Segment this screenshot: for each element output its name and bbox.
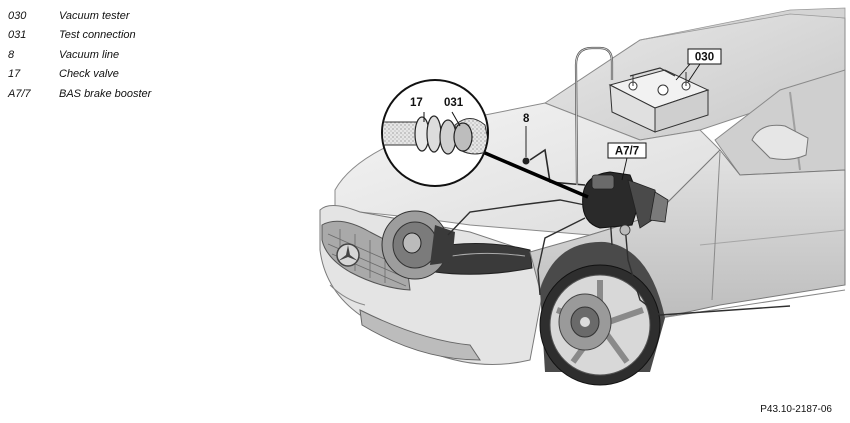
legend-item: 8 Vacuum line xyxy=(8,45,151,65)
vacuum-line xyxy=(529,46,614,186)
legend-label: Vacuum line xyxy=(59,48,120,61)
callout-031: 031 xyxy=(444,97,464,109)
emblem-icon xyxy=(336,243,360,267)
legend-code: 031 xyxy=(8,29,27,42)
legend-item: A7/7 BAS brake booster xyxy=(8,84,151,104)
callout-030: 030 xyxy=(695,52,714,64)
legend-item: 030 Vacuum tester xyxy=(8,6,151,26)
front-wheel xyxy=(539,264,661,386)
figure-reference: P43.10-2187-06 xyxy=(760,404,832,415)
legend-code: 8 xyxy=(8,48,15,61)
legend-label: Test connection xyxy=(59,29,136,42)
legend-label: Check valve xyxy=(59,68,119,81)
side-mirror xyxy=(751,124,809,160)
detail-inset xyxy=(381,79,589,199)
legend-code: 17 xyxy=(8,68,21,81)
legend-label: BAS brake booster xyxy=(59,87,152,100)
vacuum-tester xyxy=(608,67,710,133)
callout-a77: A7/7 xyxy=(615,146,639,158)
headlight xyxy=(429,242,533,275)
callouts: 030 031 17 8 A7/7 xyxy=(410,48,722,181)
grille xyxy=(321,220,411,291)
legend-item: 17 Check valve xyxy=(8,65,151,85)
brake-booster xyxy=(582,171,669,236)
callout-box-030 xyxy=(687,48,722,65)
legend-label: Vacuum tester xyxy=(59,9,130,22)
brake-lines xyxy=(447,199,791,316)
legend-item: 031 Test connection xyxy=(8,26,151,46)
door-line xyxy=(711,151,721,301)
check-valve-marker xyxy=(522,157,530,165)
legend: 030 Vacuum tester 031 Test connection 8 … xyxy=(8,6,151,104)
callout-17: 17 xyxy=(410,97,423,109)
callout-8: 8 xyxy=(523,113,530,125)
legend-code: 030 xyxy=(8,9,27,22)
lower-intake xyxy=(359,309,481,361)
legend-code: A7/7 xyxy=(8,87,31,100)
roof xyxy=(639,7,846,41)
